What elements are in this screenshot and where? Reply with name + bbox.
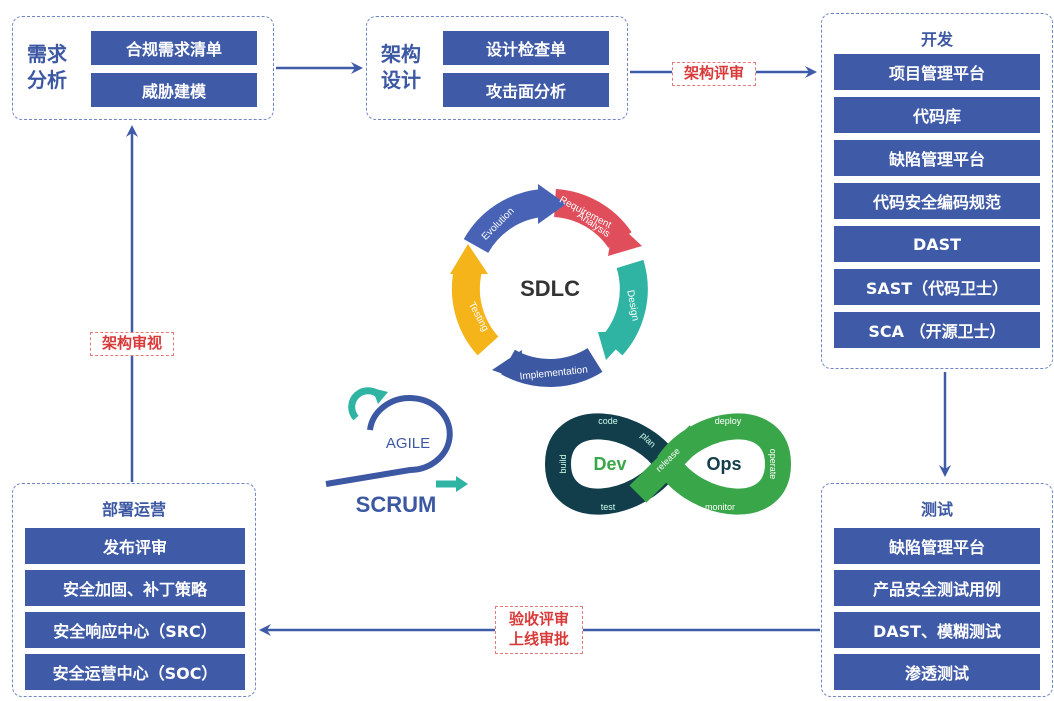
dev-item-dast: DAST <box>834 226 1040 262</box>
devops-stage-build: build <box>558 454 568 473</box>
dev-item-code-repo: 代码库 <box>834 97 1040 133</box>
sdlc-segment-testing <box>451 266 499 356</box>
compliance-requirements-list: 合规需求清单 <box>91 31 257 65</box>
sdlc-segment-evolution <box>463 189 544 254</box>
dev-item-sast: SAST（代码卫士） <box>834 269 1040 305</box>
devops-dev-label: Dev <box>593 454 626 474</box>
sdlc-arrowhead-implementation <box>492 350 522 380</box>
ops-item-hardening-patching: 安全加固、补丁策略 <box>25 570 245 606</box>
requirements-analysis-title: 需求 分析 <box>27 41 67 93</box>
tag-architecture-audit: 架构审视 <box>90 332 174 356</box>
architecture-design-group: 架构 设计 设计检查单 攻击面分析 <box>366 16 628 120</box>
tag-architecture-review: 架构评审 <box>672 62 756 86</box>
dev-item-sca: SCA （开源卫士） <box>834 312 1040 348</box>
architecture-title-line-1: 架构 <box>381 42 421 66</box>
ops-item-soc: 安全运营中心（SOC） <box>25 654 245 690</box>
requirements-title-line-2: 分析 <box>27 68 67 92</box>
dev-item-secure-coding: 代码安全编码规范 <box>834 183 1040 219</box>
testing-title: 测试 <box>920 500 953 519</box>
dev-item-defect-management: 缺陷管理平台 <box>834 140 1040 176</box>
requirements-title-line-1: 需求 <box>27 42 67 66</box>
sdlc-center-label: SDLC <box>520 276 580 301</box>
test-item-defect-management: 缺陷管理平台 <box>834 528 1040 564</box>
agile-label: AGILE <box>386 435 430 452</box>
testing-group: 测试 缺陷管理平台 产品安全测试用例 DAST、模糊测试 渗透测试 <box>821 483 1053 697</box>
architecture-title-line-2: 设计 <box>381 68 421 92</box>
test-item-security-test-cases: 产品安全测试用例 <box>834 570 1040 606</box>
development-group: 开发 项目管理平台 代码库 缺陷管理平台 代码安全编码规范 DAST SAST（… <box>821 13 1053 369</box>
test-item-dast-fuzzing: DAST、模糊测试 <box>834 612 1040 648</box>
sdlc-arrowhead-evolution <box>538 184 566 224</box>
deployment-operations-group: 部署运营 发布评审 安全加固、补丁策略 安全响应中心（SRC） 安全运营中心（S… <box>12 483 256 697</box>
attack-surface-analysis: 攻击面分析 <box>443 73 609 107</box>
test-item-penetration-testing: 渗透测试 <box>834 654 1040 690</box>
threat-modeling: 威胁建模 <box>91 73 257 107</box>
devops-ops-loop <box>657 413 792 515</box>
devops-cross-band <box>629 425 707 503</box>
architecture-design-title: 架构 设计 <box>381 41 421 93</box>
sdlc-arrowhead-testing <box>450 244 488 274</box>
design-checklist: 设计检查单 <box>443 31 609 65</box>
devops-stage-code: code <box>598 416 618 426</box>
sdlc-label-design: Design <box>624 289 640 322</box>
tag-acceptance-line-2: 上线审批 <box>508 630 569 648</box>
devops-stage-deploy: deploy <box>715 416 742 426</box>
sdlc-arrowhead-requirement <box>608 220 642 256</box>
tag-acceptance-approval: 验收评审 上线审批 <box>495 606 583 654</box>
agile-blue-loop <box>325 395 453 487</box>
ops-item-src: 安全响应中心（SRC） <box>25 612 245 648</box>
agile-green-arrowhead <box>372 388 388 404</box>
deployment-operations-title: 部署运营 <box>101 500 166 519</box>
dev-item-project-management: 项目管理平台 <box>834 54 1040 90</box>
devops-stage-monitor: monitor <box>705 502 735 512</box>
ops-item-release-review: 发布评审 <box>25 528 245 564</box>
development-title: 开发 <box>920 30 953 49</box>
sdlc-arrowhead-design <box>598 332 632 360</box>
devops-dev-loop <box>544 413 679 515</box>
tag-acceptance-line-1: 验收评审 <box>508 610 569 628</box>
devops-stage-test: test <box>601 502 616 512</box>
requirements-analysis-group: 需求 分析 合规需求清单 威胁建模 <box>12 16 274 120</box>
agile-teal-arrowhead <box>456 476 468 492</box>
devops-stage-operate: operate <box>768 449 778 480</box>
scrum-label: SCRUM <box>356 492 437 517</box>
devops-ops-label: Ops <box>706 454 741 474</box>
